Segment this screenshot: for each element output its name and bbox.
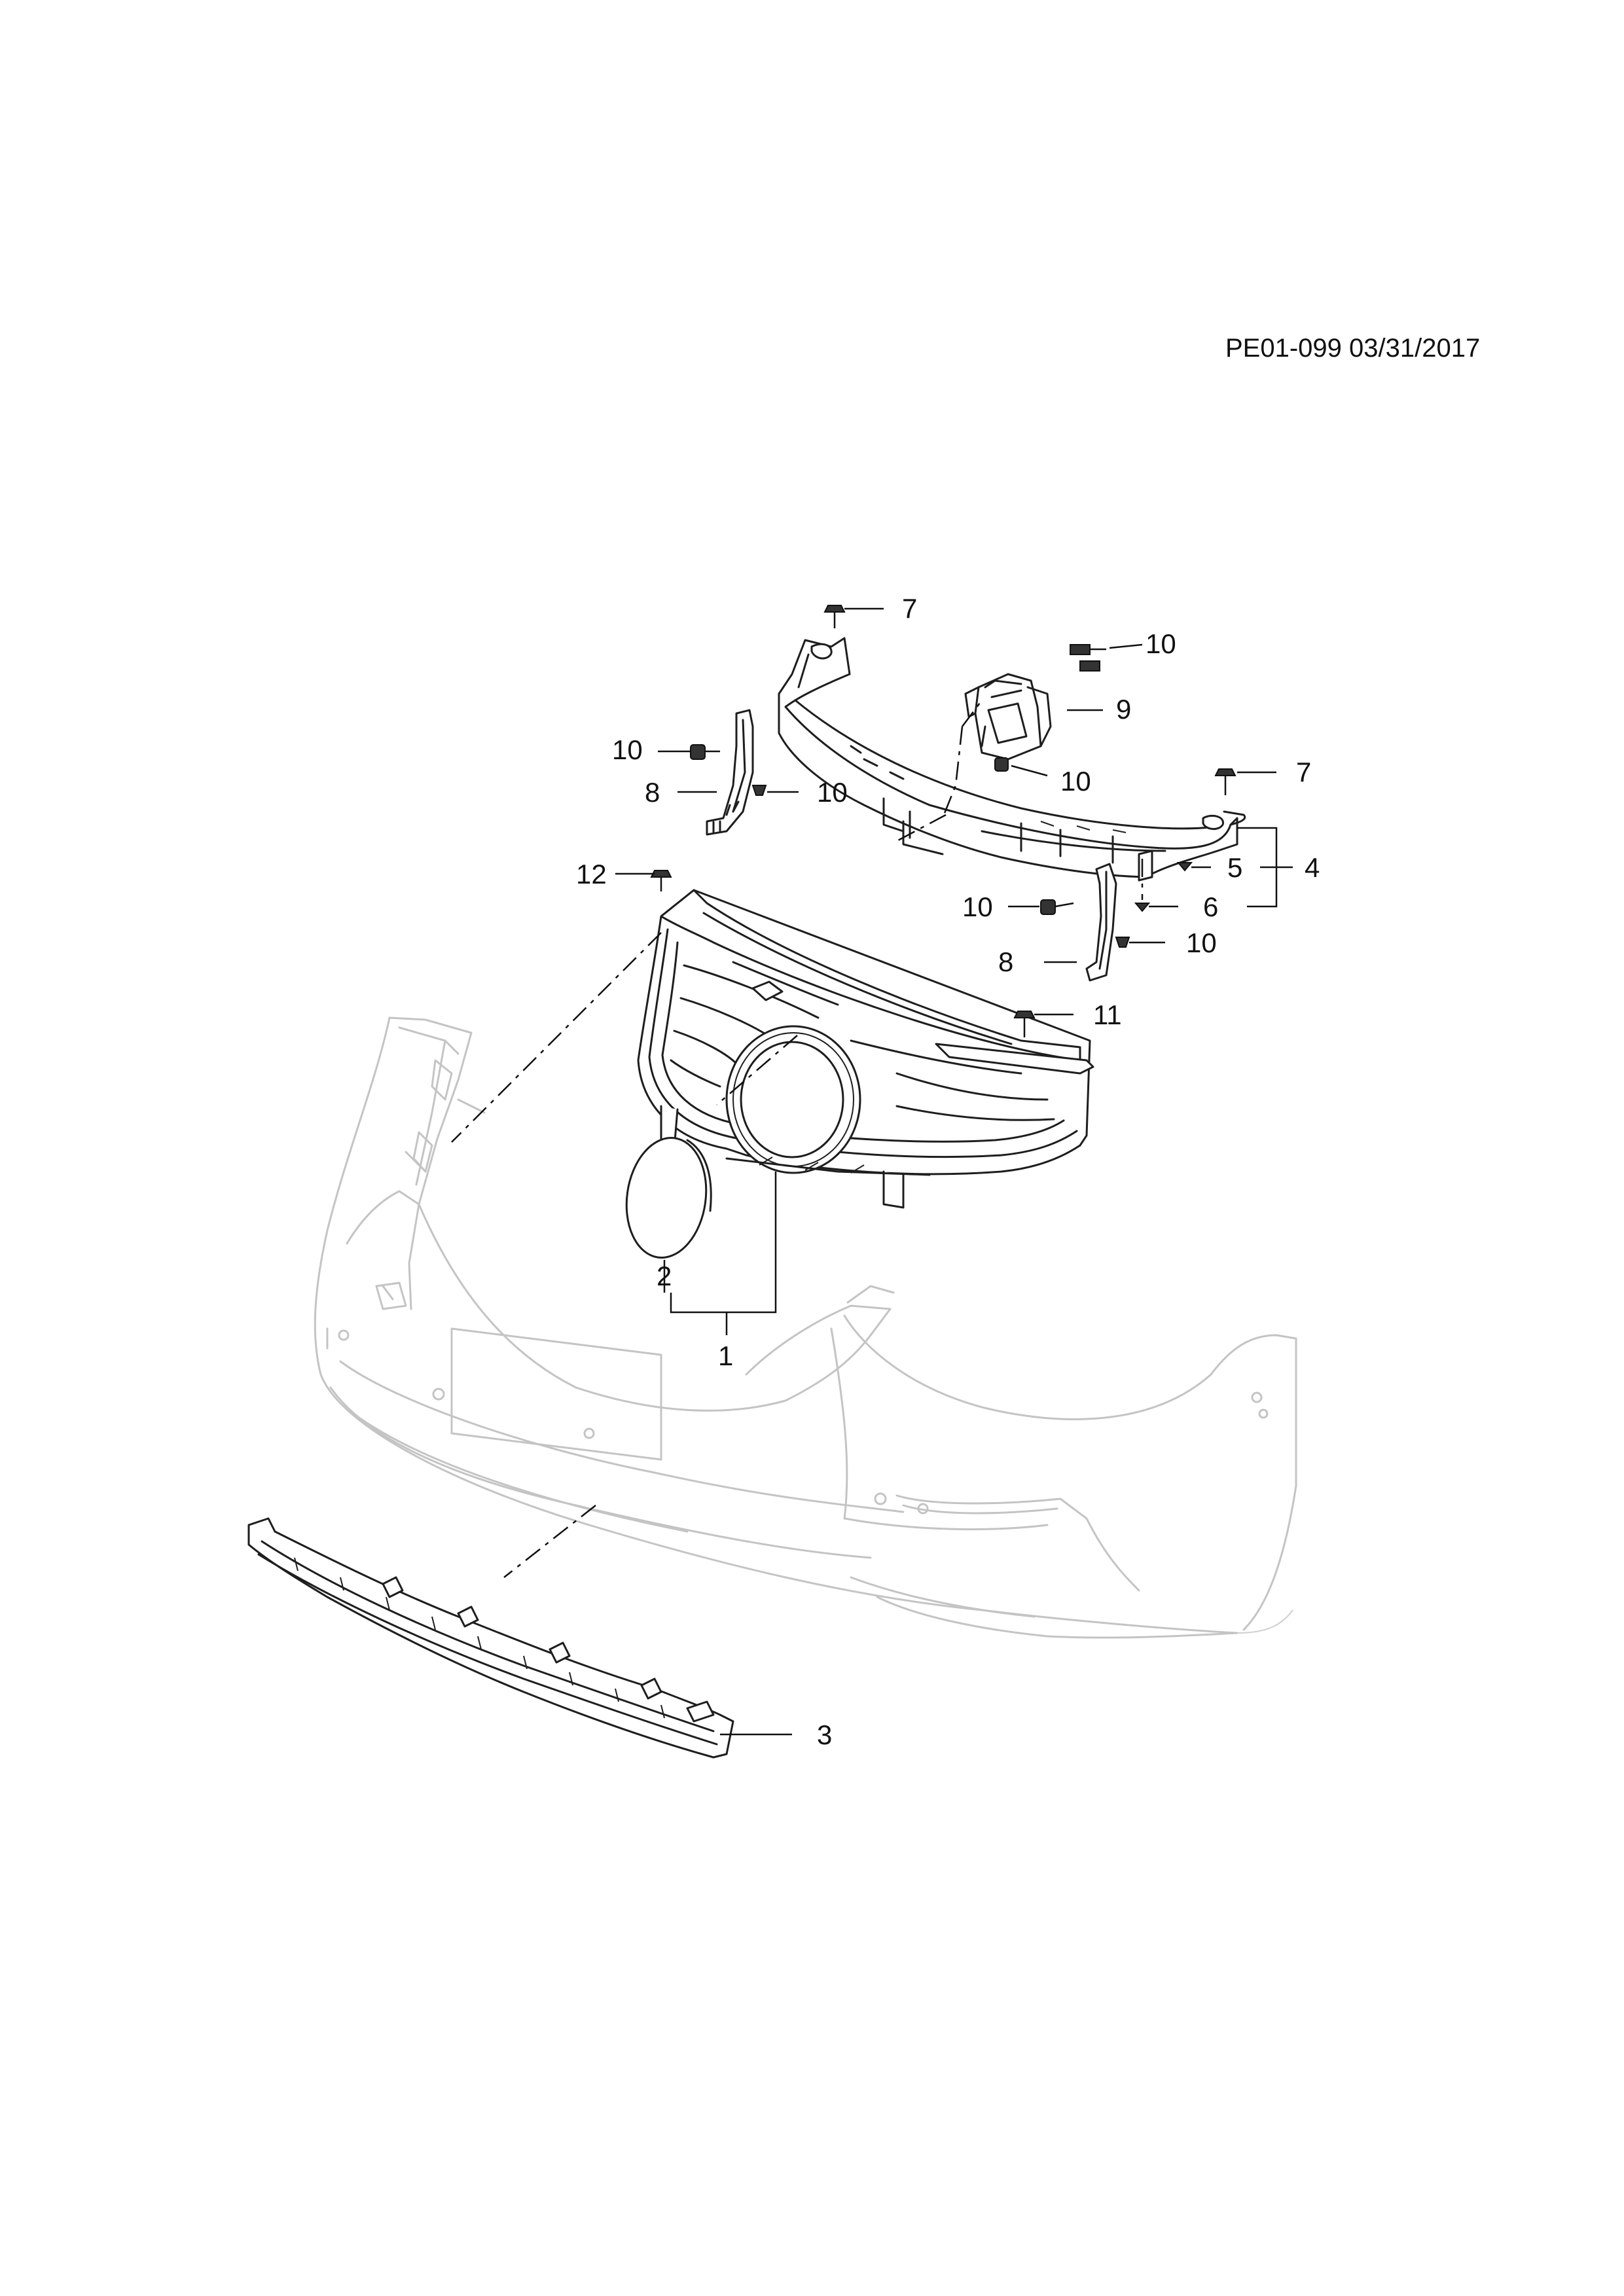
upper-reinforcement-bar <box>778 637 1246 882</box>
callout-7-right: 7 <box>1296 757 1311 787</box>
bolt-10-left <box>690 744 720 760</box>
callout-8-left: 8 <box>645 777 660 808</box>
callout-labels: 7 10 9 10 10 8 10 7 5 4 6 12 10 8 10 11 … <box>576 593 1320 1750</box>
fasteners <box>650 605 1236 1037</box>
callout-6: 6 <box>1203 891 1218 922</box>
callout-10-right-mid: 10 <box>962 891 993 922</box>
callout-7-top: 7 <box>902 593 917 624</box>
bolt-10-upper-right <box>1070 644 1106 672</box>
callout-11: 11 <box>1093 999 1122 1030</box>
right-side-bracket <box>1085 863 1117 982</box>
clip-7-right <box>1214 768 1236 795</box>
lower-grille <box>247 1517 734 1759</box>
callout-8-right: 8 <box>998 946 1013 977</box>
callout-10-right-lower: 10 <box>1186 927 1217 958</box>
left-side-bracket <box>706 709 754 836</box>
bolt-10-mid <box>994 757 1009 772</box>
alignment-lines <box>451 700 1144 1578</box>
clip-6 <box>1134 903 1151 912</box>
center-latch-bracket <box>964 673 1052 761</box>
callout-12: 12 <box>576 859 607 889</box>
clip-10-right-lower <box>1115 937 1130 948</box>
grille-assembly <box>637 889 1094 1209</box>
clip-10-left-lower <box>751 785 767 796</box>
clip-11 <box>1013 1011 1036 1037</box>
bolt-10-right-mid <box>1040 899 1074 915</box>
clip-12 <box>650 870 672 891</box>
bumper-ghost-outline <box>314 1016 1297 1639</box>
callout-1: 1 <box>718 1340 733 1371</box>
diagram-reference-code: PE01-099 03/31/2017 <box>1225 334 1481 363</box>
callout-10-bracket: 10 <box>1060 766 1091 797</box>
callout-2: 2 <box>657 1261 672 1291</box>
clip-5 <box>1176 862 1193 872</box>
callout-3: 3 <box>817 1719 832 1750</box>
clip-7-top <box>823 605 846 628</box>
callout-5: 5 <box>1227 852 1242 883</box>
callout-10-left-lower: 10 <box>817 777 848 808</box>
leader-lines <box>615 607 1293 1736</box>
callout-9: 9 <box>1116 694 1131 725</box>
callout-10-left: 10 <box>612 734 643 765</box>
emblem-cover <box>625 1137 712 1259</box>
callout-10-upper-right: 10 <box>1146 628 1176 659</box>
callout-4: 4 <box>1305 852 1320 883</box>
